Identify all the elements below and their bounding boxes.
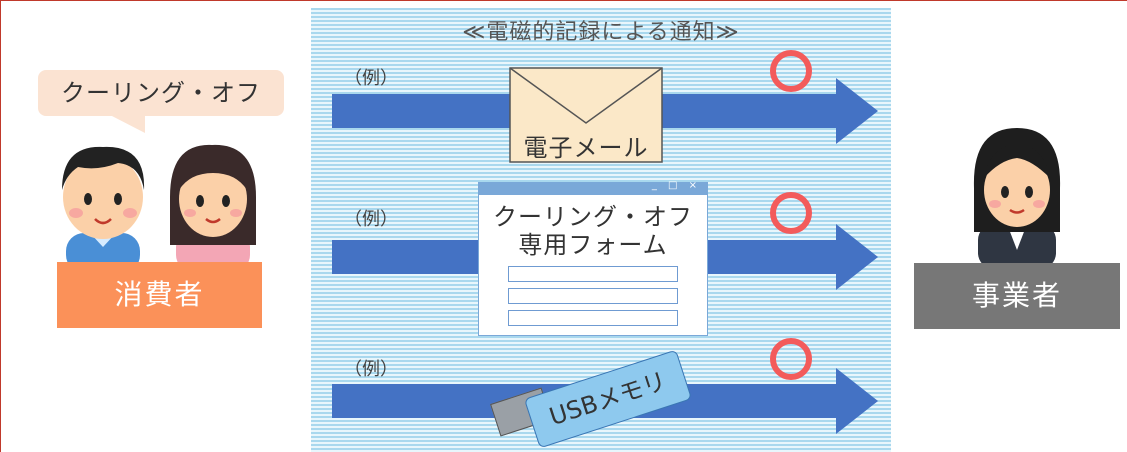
form-window-icon: _ □ × クーリング・オフ 専用フォーム [478, 180, 708, 336]
boy-icon [62, 146, 145, 265]
usb-label: USBメモリ [546, 366, 670, 432]
form-title-bar: _ □ × [479, 180, 707, 195]
speech-bubble: クーリング・オフ [38, 70, 284, 116]
usb-memory-icon: USBメモリ [478, 349, 693, 449]
consumer-label: 消費者 [57, 262, 262, 328]
form-field-2 [508, 288, 678, 304]
envelope-icon [509, 67, 663, 163]
business-label: 事業者 [914, 263, 1120, 329]
form-field-3 [508, 310, 678, 326]
form-title-line2: 専用フォーム [518, 231, 668, 259]
email-label: 電子メール [523, 134, 649, 162]
girl-icon [170, 144, 256, 265]
example-label-3: （例） [344, 359, 398, 380]
ok-mark-1 [770, 50, 812, 92]
example-label-2: （例） [344, 209, 398, 230]
businesswoman-icon [973, 128, 1061, 265]
form-field-1 [508, 266, 678, 282]
diagram-title: ≪電磁的記録による通知≫ [462, 20, 740, 45]
form-title-line1: クーリング・オフ [493, 203, 693, 231]
speech-bubble-tail [110, 115, 145, 133]
ok-mark-3 [770, 338, 812, 380]
example-label-1: （例） [344, 68, 398, 89]
ok-mark-2 [770, 192, 812, 234]
window-controls: _ □ × [651, 180, 701, 191]
